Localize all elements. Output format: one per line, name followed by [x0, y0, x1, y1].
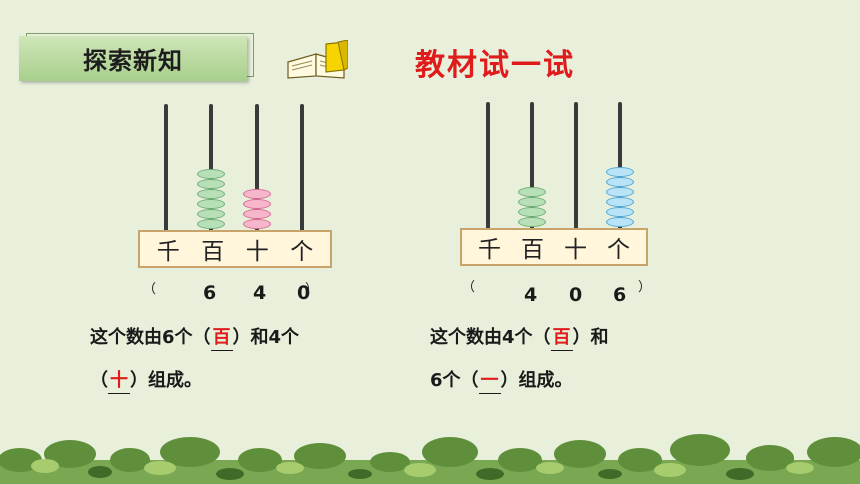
rod-thousands — [164, 104, 168, 232]
paren-close-1: ） — [305, 282, 319, 297]
sentence-text: ）和 — [572, 327, 609, 348]
sentence-1-line-1: 这个数由6个（百）和4个 — [90, 323, 300, 351]
bead-tens — [243, 209, 271, 219]
sentence-text: 这个数由4个（ — [430, 327, 551, 348]
sentence-text: ）和4个 — [232, 327, 300, 348]
sentence-text: 6个（ — [430, 370, 479, 391]
sentence-text: ）组成。 — [500, 370, 573, 391]
answer-blank: 百 — [550, 323, 573, 351]
bead-hundreds — [197, 219, 225, 229]
answer-blank: 一 — [478, 366, 501, 394]
paren-close-2: ） — [638, 280, 652, 295]
label-thousands: 千 — [156, 239, 180, 265]
bead-hundreds — [518, 207, 546, 217]
bead-ones — [606, 187, 634, 197]
label-thousands: 千 — [478, 237, 501, 263]
bead-tens — [243, 189, 271, 199]
sentence-text: 这个数由6个（ — [90, 327, 211, 348]
abacus-right: 千 百 十 个 — [460, 100, 648, 266]
answer-blank: 十 — [108, 366, 130, 394]
rod-tens — [255, 104, 259, 232]
section-badge: 探索新知 — [19, 36, 247, 81]
bead-ones — [606, 167, 634, 177]
rod-hundreds — [209, 104, 213, 232]
bead-hundreds — [197, 199, 225, 209]
bead-hundreds — [197, 179, 225, 189]
digit-1-ones: 0 — [297, 282, 311, 304]
sentence-text: （ — [90, 370, 108, 391]
bead-ones — [606, 217, 634, 227]
bead-tens — [243, 219, 271, 229]
digit-1-hundreds: 6 — [203, 282, 217, 304]
answer-blank: 百 — [210, 323, 233, 351]
bead-hundreds — [197, 189, 225, 199]
paren-open-1: （ — [143, 282, 157, 297]
abacus-left: 千 百 十 个 — [138, 100, 332, 268]
digit-2-hundreds: 4 — [524, 284, 538, 306]
label-tens: 十 — [245, 239, 269, 265]
label-tens: 十 — [564, 237, 587, 263]
bead-ones — [606, 197, 634, 207]
rod-tens — [574, 102, 578, 232]
rod-thousands — [486, 102, 490, 232]
book-icon — [287, 40, 348, 79]
rod-hundreds — [530, 102, 534, 232]
label-hundreds: 百 — [201, 239, 225, 265]
bead-hundreds — [197, 209, 225, 219]
bead-ones — [606, 207, 634, 217]
section-title: 教材试一试 — [415, 48, 575, 83]
digit-2-ones: 6 — [613, 284, 627, 306]
label-hundreds: 百 — [521, 237, 544, 263]
sentence-1-line-2: （十）组成。 — [90, 366, 202, 394]
bead-ones — [606, 177, 634, 187]
paren-open-2: （ — [462, 280, 476, 295]
bead-tens — [243, 199, 271, 209]
bead-hundreds — [518, 217, 546, 227]
digit-1-tens: 4 — [253, 282, 267, 304]
place-value-board: 千 百 十 个 — [460, 228, 648, 266]
sentence-text: ）组成。 — [130, 370, 202, 391]
label-ones: 个 — [607, 237, 630, 263]
place-value-board: 千 百 十 个 — [138, 230, 332, 268]
bead-hundreds — [518, 197, 546, 207]
sentence-2-line-1: 这个数由4个（百）和 — [430, 323, 609, 351]
digit-2-tens: 0 — [569, 284, 583, 306]
bead-hundreds — [197, 169, 225, 179]
label-ones: 个 — [290, 239, 314, 265]
rod-ones — [300, 104, 304, 232]
sentence-2-line-2: 6个（一）组成。 — [430, 366, 573, 394]
bead-hundreds — [518, 187, 546, 197]
foliage-decoration — [0, 434, 860, 484]
